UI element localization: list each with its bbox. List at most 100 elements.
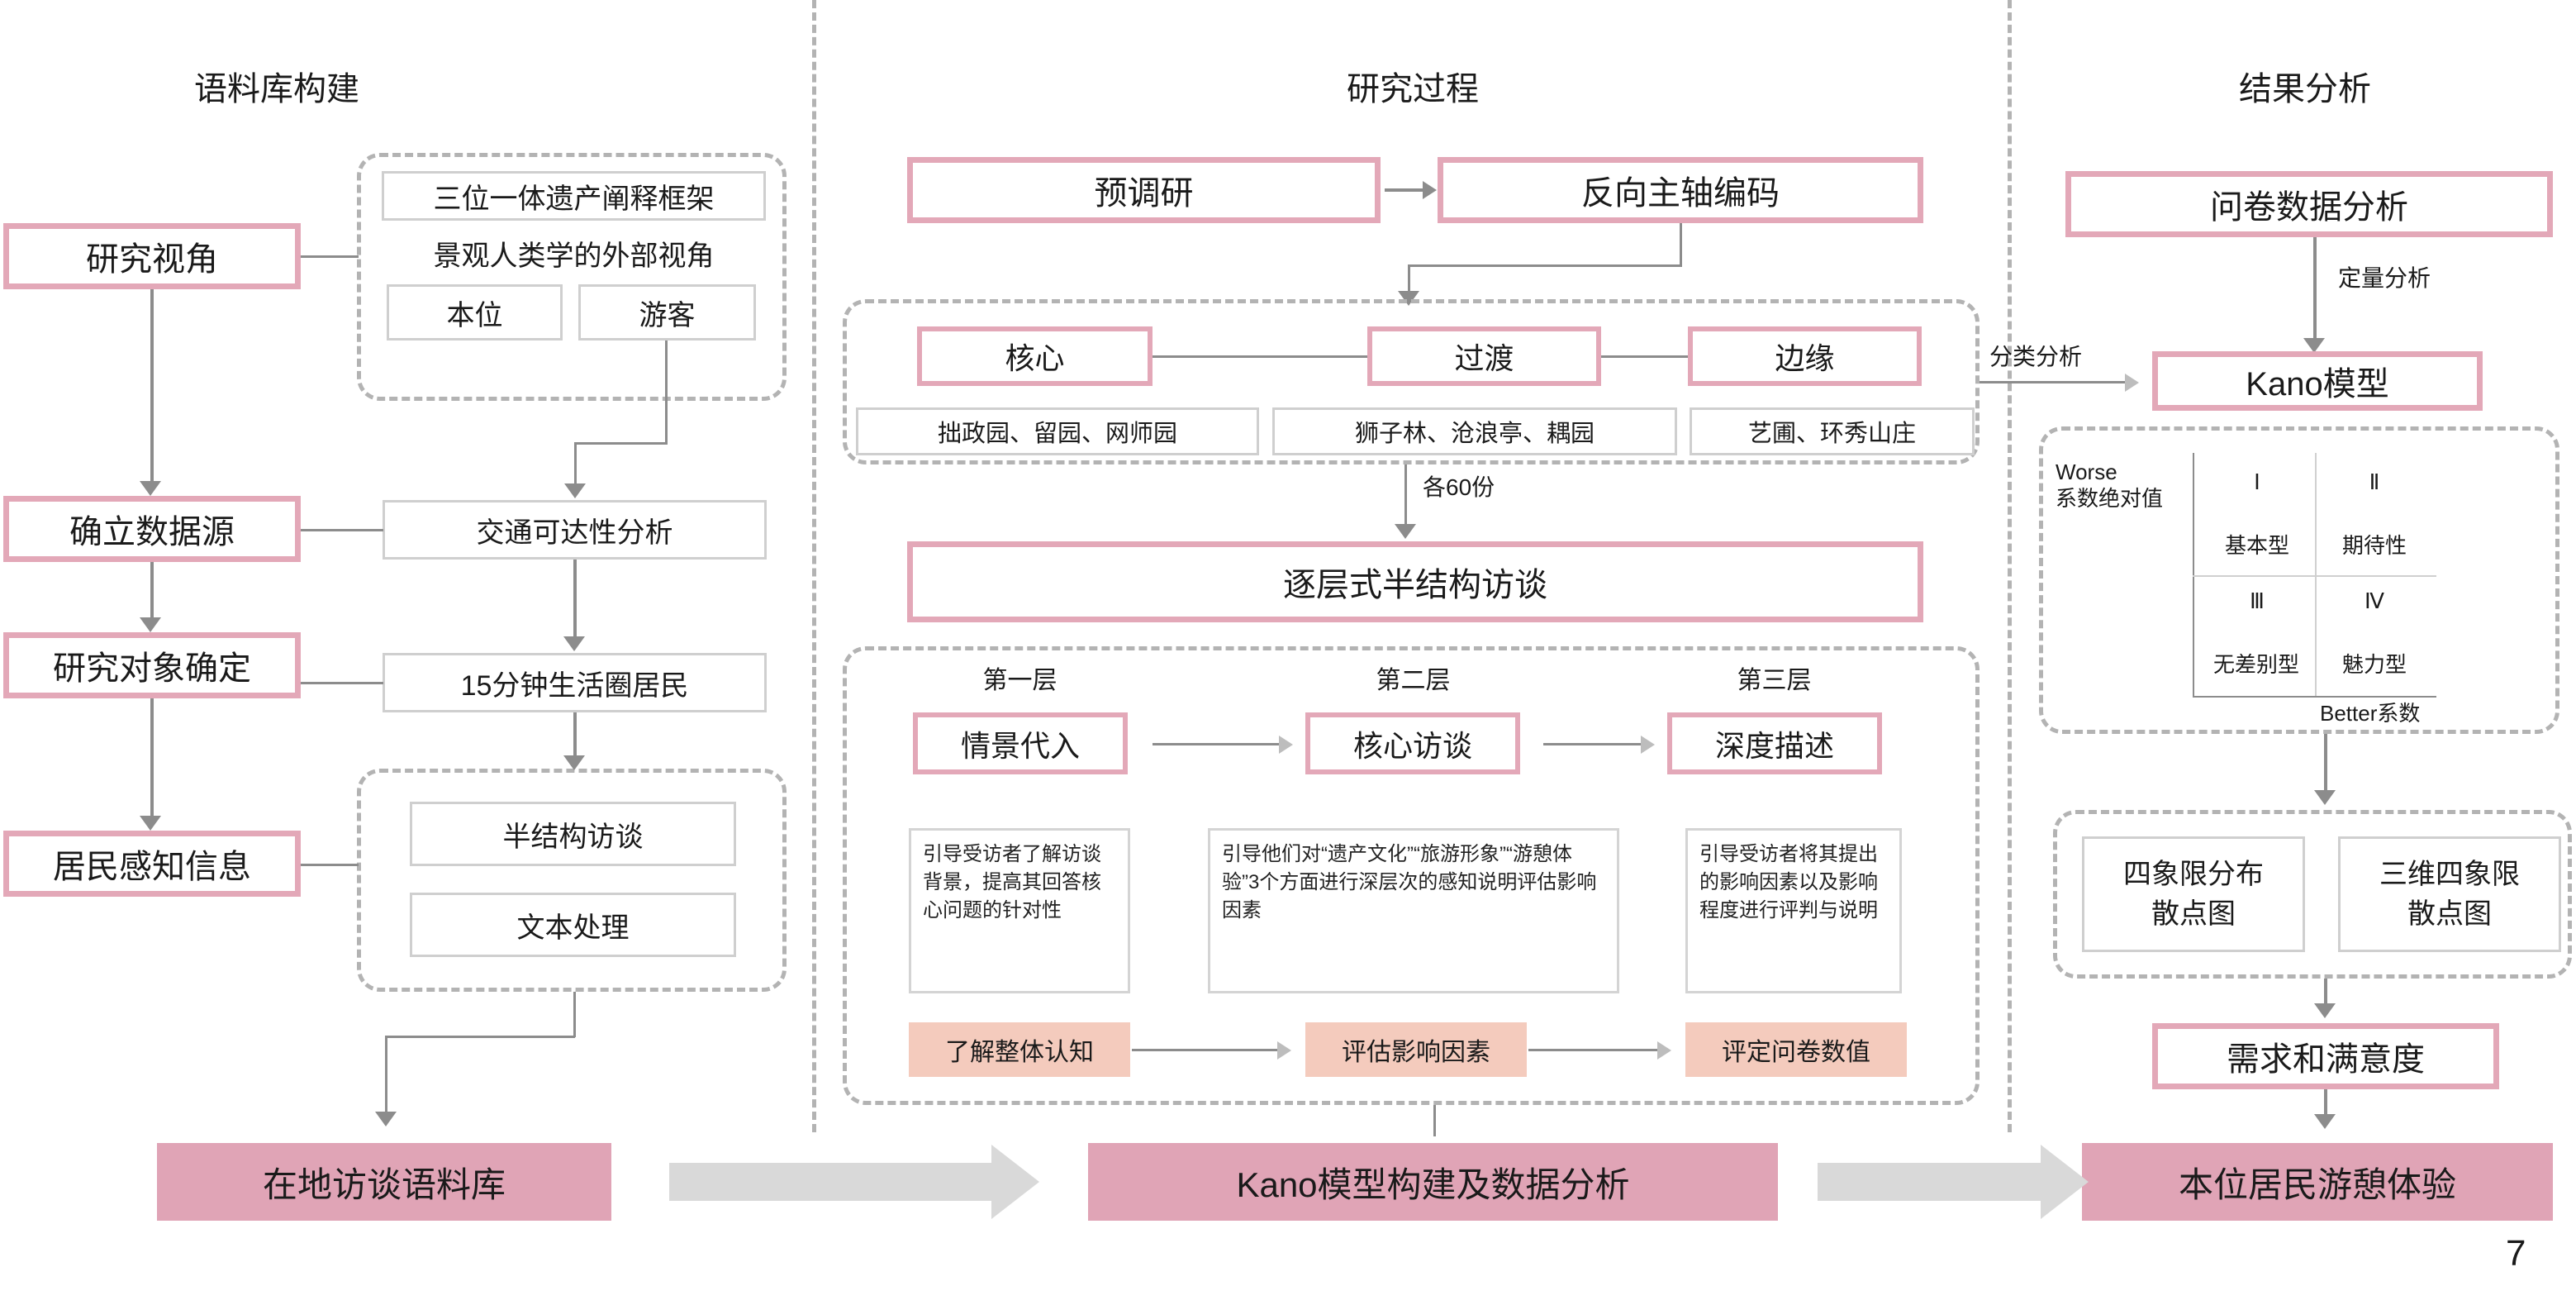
connector-layer1-to-layer2: [1153, 743, 1281, 745]
scatter-box-1-line1: 四象限分布: [2123, 858, 2264, 890]
connector-outcome2-to-outcome3: [1528, 1049, 1659, 1051]
kano-model-box: Kano模型: [2152, 351, 2483, 411]
outcome-box-overall-cognition: 了解整体认知: [909, 1022, 1130, 1077]
zone-box-transition: 过渡: [1367, 326, 1601, 386]
pre-survey-box: 预调研: [907, 157, 1381, 223]
satisfaction-box: 需求和满意度: [2152, 1023, 2499, 1089]
connector-questionnaire-to-kano: [2313, 237, 2317, 338]
arrow-scatter-to-satisfaction: [2314, 1003, 2336, 1018]
arrow-zones-to-kano: [2125, 374, 2139, 392]
stage-box-define-subjects: 研究对象确定: [3, 632, 301, 698]
scatter-box-2-line1: 三维四象限: [2379, 858, 2520, 890]
connector-layer2-to-layer3: [1543, 743, 1642, 745]
kano-matrix-dashed-group: [2039, 426, 2559, 734]
zone-box-edge: 边缘: [1688, 326, 1922, 386]
arrow-transport-to-residents: [563, 636, 585, 651]
tourist-box: 游客: [578, 284, 756, 341]
arrow-questionnaire-to-kano: [2303, 338, 2325, 353]
connector-presurvey-to-coding: [1385, 188, 1424, 192]
page-number: 7: [2506, 1233, 2526, 1274]
scatter-dashed-group: [2053, 810, 2572, 979]
zone-dashed-group: [843, 299, 1980, 464]
kano-quadrant-1-label: 基本型: [2224, 533, 2289, 558]
connector-perspective-to-group: [301, 255, 359, 258]
info-dashed-group: [357, 769, 787, 992]
layer-box-deep-description: 深度描述: [1667, 712, 1882, 774]
arrow-layer2-to-layer3: [1641, 736, 1655, 754]
connector-residents-to-infogroup: [573, 712, 577, 755]
kano-quadrant-matrix: Worse 系数绝对值 Better系数 Ⅰ 基本型 Ⅱ 期待性 Ⅲ 无差别型 …: [2039, 426, 2559, 734]
scatter-box-2-line2: 散点图: [2407, 898, 2492, 930]
connector-tourist-elbow-v: [665, 341, 668, 444]
arrow-perspective-to-datasource: [140, 481, 161, 496]
connector-subjects-to-residents: [301, 682, 383, 684]
framework-box: 三位一体遗产阐释框架: [382, 171, 766, 221]
connector-coding-elbow-v: [1680, 223, 1682, 266]
stage-box-research-perspective: 研究视角: [3, 223, 301, 289]
quantitative-analysis-label: 定量分析: [2338, 265, 2431, 291]
outcome-box-assess-factors: 评估影响因素: [1305, 1022, 1527, 1077]
outcome-box-rate-questionnaire: 评定问卷数值: [1685, 1022, 1907, 1077]
connector-tourist-elbow-h: [574, 442, 668, 445]
bottom-banner-kano-analysis: Kano模型构建及数据分析: [1088, 1143, 1778, 1221]
connector-layergroup-to-banner2: [1433, 1105, 1436, 1136]
text-processing-box: 文本处理: [410, 893, 736, 957]
connector-scatter-to-satisfaction: [2324, 979, 2327, 1003]
connector-to-banner1-v: [385, 1036, 387, 1112]
zone-gardens-transition: 狮子林、沧浪亭、耦园: [1272, 407, 1677, 455]
arrow-residents-to-infogroup: [563, 755, 585, 770]
kano-y-axis-line2: 系数绝对值: [2056, 485, 2164, 511]
column-title-right: 结果分析: [2239, 71, 2371, 107]
stage-box-resident-perception: 居民感知信息: [3, 831, 301, 897]
connector-tourist-to-transport-v: [574, 442, 577, 483]
arrow-outcome2-to-outcome3: [1657, 1041, 1671, 1060]
semi-structured-interview-box: 半结构访谈: [410, 802, 736, 866]
kano-quadrant-4-label: 魅力型: [2341, 652, 2407, 677]
kano-quadrant-2-label: 期待性: [2341, 533, 2407, 558]
arrow-kanomatrix-to-scatter: [2314, 790, 2336, 805]
bottom-banner-corpus: 在地访谈语料库: [157, 1143, 611, 1221]
connector-datasource-to-subjects: [150, 562, 154, 617]
connector-zones-to-kano: [1980, 381, 2127, 383]
stage-box-establish-data-source: 确立数据源: [3, 496, 301, 562]
connector-infogroup-elbow-h: [385, 1036, 575, 1038]
kano-quadrant-3-label: 无差别型: [2212, 652, 2299, 677]
layer-tier-2: 第二层: [1376, 667, 1451, 694]
layer-note-2: 引导他们对“遗产文化”“旅游形象”“游憩体验”3个方面进行深层次的感知说明评估影…: [1208, 828, 1619, 993]
layer-tier-3: 第三层: [1737, 667, 1812, 694]
layer-box-scenario: 情景代入: [913, 712, 1128, 774]
kano-quadrant-3-roman: Ⅲ: [2250, 588, 2265, 613]
arrow-layer1-to-layer2: [1279, 736, 1293, 754]
scatter-box-quadrant-distribution: 四象限分布 散点图: [2082, 836, 2305, 952]
connector-subjects-to-perception: [150, 698, 154, 816]
kano-quadrant-2-roman: Ⅱ: [2369, 469, 2380, 494]
connector-coding-to-zones-v: [1408, 264, 1410, 291]
arrow-presurvey-to-coding: [1423, 181, 1437, 199]
arrow-to-banner1: [375, 1112, 397, 1126]
connector-satisfaction-to-banner3: [2324, 1089, 2327, 1114]
bottom-banner-resident-experience: 本位居民游憩体验: [2082, 1143, 2553, 1221]
kano-x-axis-label: Better系数: [2320, 701, 2421, 726]
kano-y-axis-label: Worse 系数绝对值: [2056, 460, 2163, 512]
connector-perspective-to-datasource: [150, 289, 154, 481]
column-divider-left: [812, 0, 816, 1132]
connector-transport-to-residents: [573, 560, 577, 636]
column-title-left: 语料库构建: [194, 71, 359, 107]
layer-dashed-group: [843, 646, 1980, 1105]
arrow-satisfaction-to-banner3: [2314, 1114, 2336, 1129]
connector-outcome1-to-outcome2: [1132, 1049, 1279, 1051]
connector-coding-elbow-h: [1408, 264, 1682, 267]
connector-datasource-to-transport: [301, 529, 383, 531]
arrow-subjects-to-perception: [140, 816, 161, 831]
scatter-box-3d-quadrant: 三维四象限 散点图: [2338, 836, 2561, 952]
perspective-dashed-group: [357, 153, 787, 401]
column-title-middle: 研究过程: [1347, 71, 1479, 107]
scatter-box-1-line2: 散点图: [2151, 898, 2236, 930]
fifteen-minute-residents-box: 15分钟生活圈居民: [383, 653, 767, 712]
connector-infogroup-down: [573, 992, 576, 1037]
layer-note-1: 引导受访者了解访谈背景，提高其回答核心问题的针对性: [909, 828, 1130, 993]
reverse-coding-box: 反向主轴编码: [1438, 157, 1923, 223]
arrow-datasource-to-subjects: [140, 617, 161, 632]
classification-analysis-label: 分类分析: [1989, 344, 2083, 369]
emic-box: 本位: [387, 284, 563, 341]
